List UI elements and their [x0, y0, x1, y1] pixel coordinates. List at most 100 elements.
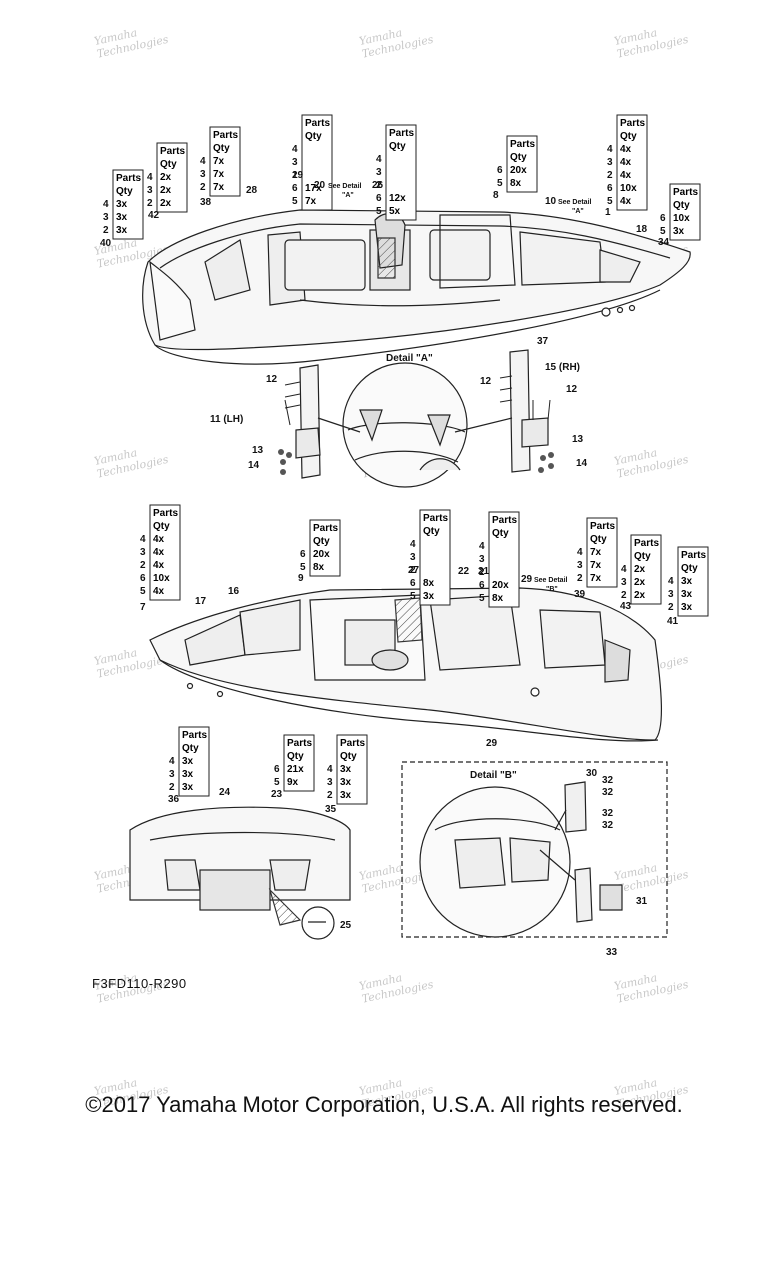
box-row-qty: 3x: [681, 602, 693, 613]
callout-42: 42: [148, 210, 160, 221]
box-header-label: Qty: [182, 743, 199, 754]
detail-a-title: Detail "A": [386, 353, 433, 364]
box-header-label: Qty: [305, 131, 322, 142]
box-row-item: 6: [300, 549, 306, 560]
callout-19: 19: [292, 170, 304, 181]
see-detail-b: "B": [546, 586, 558, 593]
detail-b: [401, 761, 668, 938]
box-row-qty: 8x: [510, 178, 522, 189]
box-row-item: 4: [147, 172, 153, 183]
box-row-item: 6: [274, 764, 280, 775]
box-row-item: 6: [660, 213, 666, 224]
callout-12: 12: [566, 384, 578, 395]
box-row-qty: 4x: [153, 547, 165, 558]
box-row-item: 3: [479, 554, 485, 565]
box-row-item: 6: [607, 183, 613, 194]
box-header-label: Qty: [620, 131, 637, 142]
box-header-label: Qty: [116, 186, 133, 197]
box-header-label: Qty: [287, 751, 304, 762]
box-row-item: 4: [607, 144, 613, 155]
callout-32: 32: [602, 820, 614, 831]
box-row-item: 4: [668, 576, 674, 587]
box-row-qty: 4x: [620, 170, 632, 181]
callout-16: 16: [228, 586, 240, 597]
box-header-label: Qty: [213, 143, 230, 154]
callout-12: 12: [480, 376, 492, 387]
box-row-item: 4: [169, 756, 175, 767]
box-row-item: 2: [410, 565, 416, 576]
callout-15-rh: 15 (RH): [545, 362, 580, 373]
boat-top-view-1: [142, 209, 691, 365]
box-row-item: 5: [140, 586, 146, 597]
box-row-qty: 8x: [313, 562, 325, 573]
box-row-qty: 2x: [634, 577, 646, 588]
box-header-label: Qty: [590, 534, 607, 545]
callout-8: 8: [493, 190, 499, 201]
box-row-qty: 2x: [634, 590, 646, 601]
box-row-qty: 3x: [681, 589, 693, 600]
callout-30: 30: [586, 768, 598, 779]
callout-10: 10: [545, 196, 557, 207]
box-row-item: 2: [621, 590, 627, 601]
callout-33: 33: [606, 947, 618, 958]
box-row-qty: 9x: [287, 777, 299, 788]
diagram-code: F3FD110-R290: [92, 976, 187, 991]
box-row-item: 2: [103, 225, 109, 236]
box-row-qty: 2x: [634, 564, 646, 575]
detail-a: [278, 349, 554, 488]
box-row-qty: 21x: [287, 764, 304, 775]
callout-29: 29: [521, 574, 533, 585]
callout-18: 18: [636, 224, 648, 235]
box-row-item: 4: [621, 564, 627, 575]
box-header-label: Parts: [492, 515, 517, 526]
see-detail-a-1: "A": [342, 192, 354, 199]
box-row-qty: 3x: [340, 790, 352, 801]
callout-21: 21: [478, 566, 490, 577]
box-row-item: 6: [497, 165, 503, 176]
box-row-item: 4: [577, 547, 583, 558]
box-row-qty: 20x: [510, 165, 527, 176]
box-header-label: Qty: [160, 159, 177, 170]
callout-32: 32: [602, 787, 614, 798]
box-row-item: 5: [292, 196, 298, 207]
box-row-item: 2: [479, 567, 485, 578]
box-row-qty: 3x: [116, 212, 128, 223]
callout-11-lh: 11 (LH): [210, 414, 243, 425]
box-row-item: 5: [607, 196, 613, 207]
box-row-item: 6: [410, 578, 416, 589]
box-row-item: 5: [410, 591, 416, 602]
box-header-label: Parts: [182, 730, 207, 741]
box-row-item: 4: [140, 534, 146, 545]
box-row-item: 5: [497, 178, 503, 189]
box-header-label: Parts: [673, 187, 698, 198]
box-row-item: 5: [376, 206, 382, 217]
box-row-item: 5: [479, 593, 485, 604]
box-row-qty: 3x: [182, 782, 194, 793]
callout-17: 17: [195, 596, 207, 607]
box-header-label: Parts: [160, 146, 185, 157]
box-row-qty: 8x: [423, 578, 435, 589]
box-row-qty: 4x: [620, 196, 632, 207]
box-row-qty: 3x: [182, 756, 194, 767]
box-header-label: Qty: [634, 551, 651, 562]
box-row-qty: 2x: [160, 185, 172, 196]
see-detail-note-2: See Detail: [558, 199, 592, 206]
box-row-item: 6: [479, 580, 485, 591]
box-row-item: 4: [376, 154, 382, 165]
box-row-item: 6: [376, 193, 382, 204]
box-row-qty: 7x: [213, 156, 225, 167]
box-row-qty: 20x: [313, 549, 330, 560]
box-row-item: 6: [292, 183, 298, 194]
detail-b-title: Detail "B": [470, 770, 517, 781]
box-header-label: Qty: [313, 536, 330, 547]
box-row-qty: 7x: [590, 573, 602, 584]
callout-41: 41: [667, 616, 679, 627]
box-row-qty: 8x: [492, 593, 504, 604]
box-row-item: 3: [410, 552, 416, 563]
